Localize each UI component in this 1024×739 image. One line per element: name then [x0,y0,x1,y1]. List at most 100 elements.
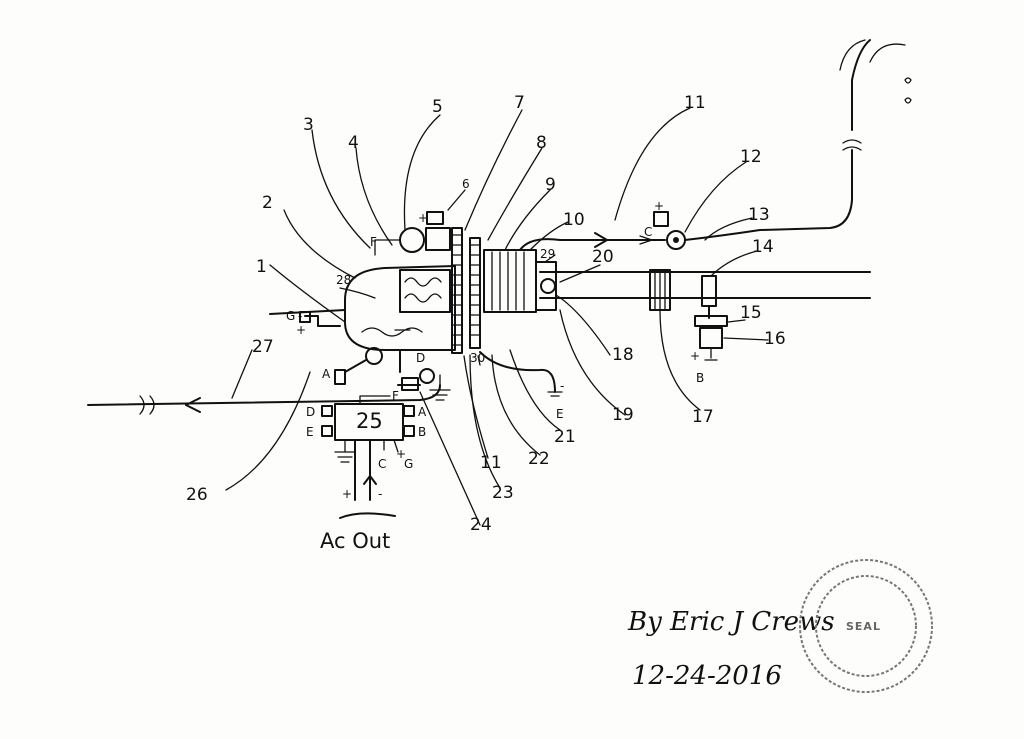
ref-17: 17 [692,407,714,427]
starter-motor-5 [399,227,425,253]
ac-out-label: Ac Out [320,529,390,553]
ref-18: 18 [612,345,634,365]
terminal-letter-labels: F G A D C B E D E A B C G F [286,225,704,471]
letter-b-right: B [696,371,704,385]
ref-4: 4 [348,133,359,153]
ref-28: 28 [336,273,351,287]
terminal-e-left [321,425,333,437]
ref-23: 23 [492,483,514,503]
box-bottom-terminals [383,439,399,453]
valve-12-center [673,237,679,243]
unit-16-terminal [704,347,718,361]
ref-21: 21 [554,427,576,447]
shaft-bearing [540,278,556,294]
sensor-a-line [344,359,367,383]
ref-26: 26 [186,485,208,505]
ref-6: 6 [462,177,470,191]
letter-g-left: G [286,309,295,323]
ref-27: 27 [252,337,274,357]
sensor-a-box [334,369,346,385]
valve-actuator [653,211,669,227]
exhaust-line-13 [684,39,871,241]
ac-out-wires [354,439,371,501]
seal-text: SEAL [846,620,881,633]
ref-3: 3 [303,115,314,135]
ref-13: 13 [748,205,770,225]
pump-24 [419,368,435,384]
box-ground [334,439,356,463]
box-top-line [359,395,391,405]
ref-7: 7 [514,93,525,113]
steam-drops [904,77,912,104]
lower-chamber-flow [361,327,423,337]
letter-c-box: C [378,457,386,471]
fitting-g [304,315,341,327]
letter-f-box: F [392,389,399,403]
ref-24: 24 [470,515,492,535]
line-11 [519,238,666,251]
polarity-marks: + - + + - + + - + [296,199,700,501]
letter-e-box: E [306,425,314,439]
rod-14 [701,275,717,307]
letter-c-valve: C [644,225,652,239]
top-conduit [374,239,401,256]
plus-valve: + [654,199,664,213]
leader-lines [225,107,769,526]
fitting-g-cap [299,311,311,323]
ground-symbol-center [429,374,451,401]
gear-stack-right [469,237,481,349]
reference-numeral-labels: 1 2 3 4 5 6 7 8 9 10 11 12 13 14 15 16 1… [186,93,786,535]
steam-plume [839,39,906,71]
letter-d-pump: D [416,351,425,365]
generator-fins [491,251,525,311]
terminal-b-right [403,425,415,437]
terminal-a-right [403,405,415,417]
unit-6-top [426,211,444,225]
ref-10: 10 [563,210,585,230]
ref-25: 25 [356,409,383,433]
left-wire-break [139,395,155,415]
plus-g: + [296,323,306,337]
gear-teeth-left [451,234,463,346]
exhaust-break [842,139,862,151]
ref-19: 19 [612,405,634,425]
ac-out-brace [339,512,396,519]
letter-f-top: F [370,235,377,249]
ref-9: 9 [545,175,556,195]
return-ground [547,391,563,397]
chamber-coil [404,277,442,303]
ac-out-arrows [363,475,377,485]
pump-24-body [401,377,419,391]
ref-14: 14 [752,237,774,257]
ref-22: 22 [528,449,550,469]
coupling-29 [535,261,557,311]
unit-15 [694,315,728,327]
engine-housing [344,265,456,351]
letter-b-box: B [418,425,426,439]
line-11-arrow [594,232,608,248]
ref-2: 2 [262,193,273,213]
filter-ribs [654,269,666,311]
ref-16: 16 [764,329,786,349]
letter-e-return: E [556,407,564,421]
letter-g-box: G [404,457,413,471]
plus-box-g: + [396,447,406,461]
signature-date: 12-24-2016 [632,661,782,691]
terminal-d-left [321,405,333,417]
left-wire-arrow [185,397,201,413]
letter-a-left: A [322,367,331,381]
combustion-chamber [399,269,451,313]
minus-e: - [560,379,564,393]
ref-5: 5 [432,97,443,117]
minus-g: - [298,309,302,323]
signature: By Eric J Crews [627,607,835,637]
minus-ac: - [378,487,382,501]
plus-ac: + [342,487,352,501]
corporate-seal: SEAL [799,559,933,693]
unit-6-box [425,227,451,251]
plus-b: + [690,349,700,363]
ref-11-top: 11 [684,93,706,113]
valve-arrow [639,235,653,245]
